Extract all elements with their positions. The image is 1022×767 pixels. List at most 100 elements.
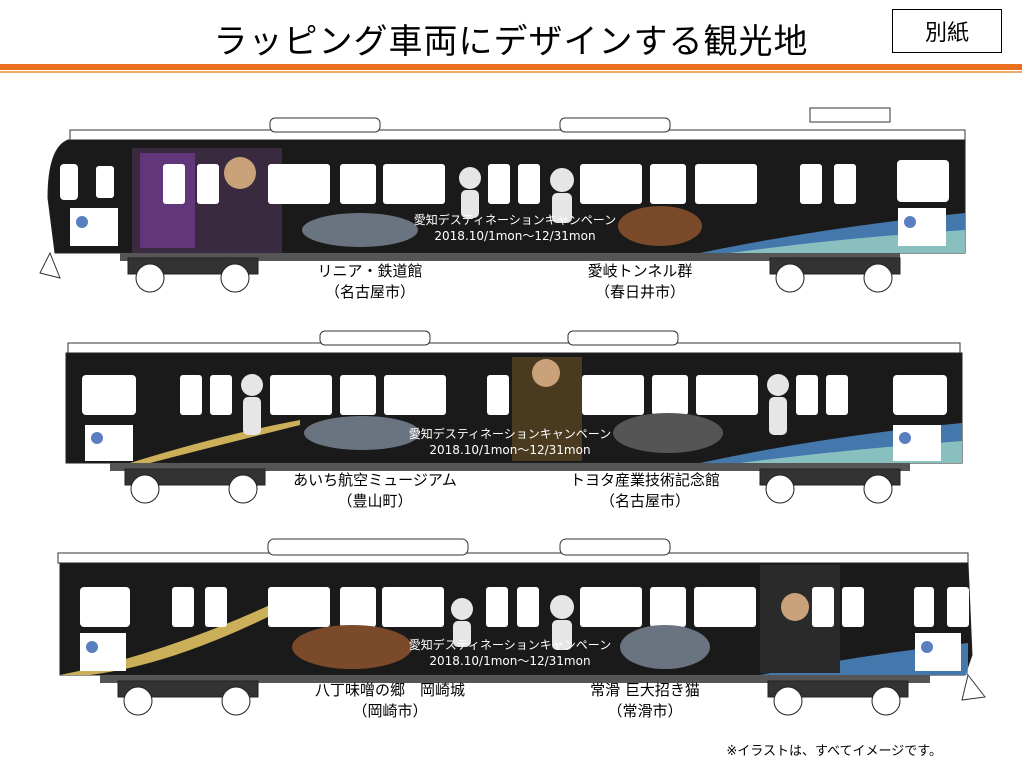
window xyxy=(486,587,508,627)
window xyxy=(650,164,686,204)
logo-plate xyxy=(898,208,946,246)
underframe xyxy=(100,675,930,683)
roof-unit xyxy=(319,330,431,346)
window xyxy=(268,164,330,204)
footnote: ※イラストは、すべてイメージです。 xyxy=(726,744,942,759)
window xyxy=(340,587,376,627)
window xyxy=(695,164,757,204)
window xyxy=(340,164,376,204)
window xyxy=(842,587,864,627)
window xyxy=(800,164,822,204)
roof-unit xyxy=(559,117,671,133)
campaign-dates: 2018.10/1mon～12/31mon xyxy=(429,443,590,457)
window xyxy=(340,375,376,415)
spot-caption: トヨタ産業技術記念館 （名古屋市） xyxy=(545,470,745,512)
scenic-photo-panel xyxy=(304,416,420,450)
logo-plate xyxy=(86,641,98,653)
logo-plate xyxy=(893,425,941,461)
spot-name: 常滑 巨大招き猫 xyxy=(590,681,700,699)
spot-city: （名古屋市） xyxy=(324,283,415,301)
robot-mascot-figure xyxy=(550,168,574,223)
scenic-photo-panel xyxy=(620,625,710,669)
pantograph xyxy=(809,107,891,123)
spot-city: （岡崎市） xyxy=(352,702,428,720)
campaign-dates: 2018.10/1mon～12/31mon xyxy=(429,654,590,668)
appendix-label: 別紙 xyxy=(892,9,1002,53)
window xyxy=(580,587,642,627)
window xyxy=(582,375,644,415)
window xyxy=(60,164,78,200)
bogie xyxy=(124,468,266,504)
window xyxy=(80,587,130,627)
window xyxy=(893,375,947,415)
scenic-photo-panel xyxy=(292,625,412,669)
campaign-dates: 2018.10/1mon～12/31mon xyxy=(434,229,595,243)
bogie xyxy=(769,257,901,293)
window xyxy=(488,164,510,204)
window xyxy=(384,375,446,415)
spot-name: トヨタ産業技術記念館 xyxy=(569,471,720,489)
window xyxy=(172,587,194,627)
logo-plate xyxy=(80,633,126,671)
scenic-photo-panel xyxy=(618,206,702,246)
robot-mascot-figure xyxy=(241,374,263,435)
window xyxy=(268,587,330,627)
spot-name: リニア・鉄道館 xyxy=(317,262,423,280)
window xyxy=(696,375,758,415)
logo-plate xyxy=(915,633,961,671)
underframe xyxy=(120,253,900,261)
window xyxy=(796,375,818,415)
spot-name: あいち航空ミュージアム xyxy=(293,471,457,489)
train-car-1: 愛知デスティネーションキャンペーン 2018.10/1mon～12/31mon xyxy=(39,107,966,293)
scenic-photo-panel xyxy=(302,213,418,247)
coupler xyxy=(961,673,986,701)
accent-rule-thin xyxy=(0,71,1022,73)
underframe xyxy=(110,463,910,471)
spot-city: （春日井市） xyxy=(594,283,685,301)
window xyxy=(270,375,332,415)
spot-caption: 八丁味噌の郷 岡崎城 （岡崎市） xyxy=(300,680,480,722)
spot-caption: リニア・鉄道館 （名古屋市） xyxy=(290,261,450,303)
window xyxy=(518,164,540,204)
logo-plate xyxy=(921,641,933,653)
spot-caption: 常滑 巨大招き猫 （常滑市） xyxy=(570,680,720,722)
robot-mascot-figure xyxy=(459,167,481,218)
window xyxy=(652,375,688,415)
spot-city: （名古屋市） xyxy=(599,492,690,510)
campaign-title: 愛知デスティネーションキャンペーン xyxy=(414,212,616,227)
coupler xyxy=(39,251,61,279)
window xyxy=(163,164,185,204)
roof xyxy=(57,552,969,564)
robot-mascot-figure xyxy=(451,598,473,647)
bogie xyxy=(767,680,909,716)
window xyxy=(694,587,756,627)
logo-plate xyxy=(904,216,916,228)
window xyxy=(834,164,856,204)
window xyxy=(487,375,509,415)
roof xyxy=(69,129,966,141)
scenic-photo-panel xyxy=(613,413,723,453)
accent-rule xyxy=(0,64,1022,70)
window xyxy=(517,587,539,627)
train-car-2: 愛知デスティネーションキャンペーン 2018.10/1mon～12/31mon xyxy=(65,330,963,504)
samurai-artwork xyxy=(224,157,256,189)
window xyxy=(826,375,848,415)
roof-unit xyxy=(559,538,671,556)
robot-mascot-figure xyxy=(550,595,574,650)
window xyxy=(205,587,227,627)
bogie xyxy=(759,468,901,504)
logo-plate xyxy=(91,432,103,444)
samurai-artwork xyxy=(781,593,809,621)
bogie xyxy=(127,257,259,293)
window xyxy=(897,160,949,202)
spot-caption: 愛岐トンネル群 （春日井市） xyxy=(560,261,720,303)
window xyxy=(180,375,202,415)
spot-city: （豊山町） xyxy=(337,492,413,510)
page-title: ラッピング車両にデザインする観光地 xyxy=(213,22,809,62)
window xyxy=(197,164,219,204)
window xyxy=(210,375,232,415)
window xyxy=(382,587,444,627)
bogie xyxy=(117,680,259,716)
robot-mascot-figure xyxy=(767,374,789,435)
window xyxy=(82,375,136,415)
